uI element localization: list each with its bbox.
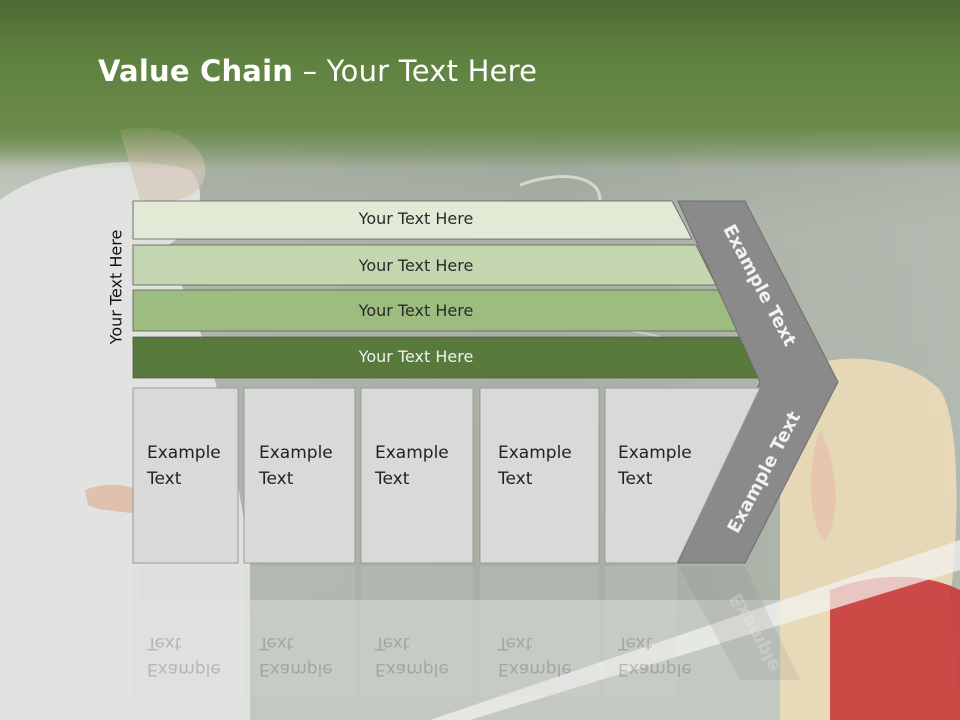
level-label-2: Your Text Here	[358, 256, 474, 275]
column-box-3	[360, 387, 474, 564]
column-box-2	[243, 387, 356, 564]
column-box-1	[132, 387, 239, 564]
column-box-5	[604, 387, 761, 564]
level-bar-1	[132, 200, 693, 240]
level-label-3: Your Text Here	[358, 301, 474, 320]
column-box-4	[479, 387, 600, 564]
chevron-arrow	[677, 200, 839, 564]
reflection	[133, 566, 800, 696]
level-label-4: Your Text Here	[358, 347, 474, 366]
level-label-1: Your Text Here	[358, 209, 474, 228]
slide-title: Value Chain – Your Text Here	[98, 54, 538, 88]
